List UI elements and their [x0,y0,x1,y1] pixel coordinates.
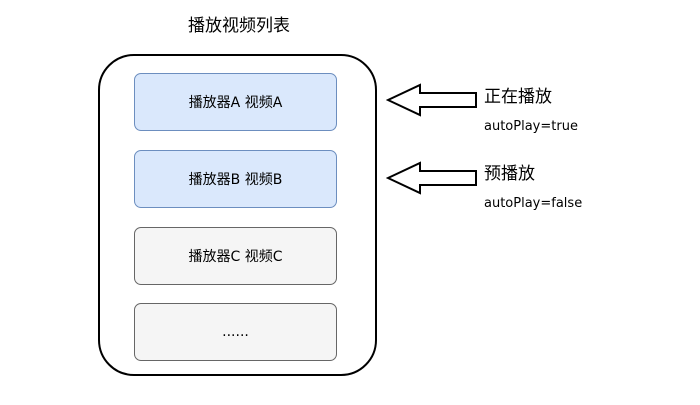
list-item-player-b: 播放器B 视频B [134,150,337,208]
list-item-label: 播放器B 视频B [188,172,283,188]
left-arrow-icon [386,83,478,117]
list-item-label: 播放器A 视频A [188,95,283,111]
status-playing-code: autoPlay=true [484,119,578,134]
list-item-label: 播放器C 视频C [188,249,283,265]
status-playing-label: 正在播放 [484,87,552,107]
list-item-player-a: 播放器A 视频A [134,73,337,131]
left-arrow-icon [386,161,478,195]
diagram-title: 播放视频列表 [188,16,290,36]
list-item-label: ...... [222,324,249,340]
list-item-more: ...... [134,303,337,361]
list-item-player-c: 播放器C 视频C [134,227,337,285]
status-preload-label: 预播放 [484,164,535,184]
status-preload-code: autoPlay=false [484,196,583,211]
